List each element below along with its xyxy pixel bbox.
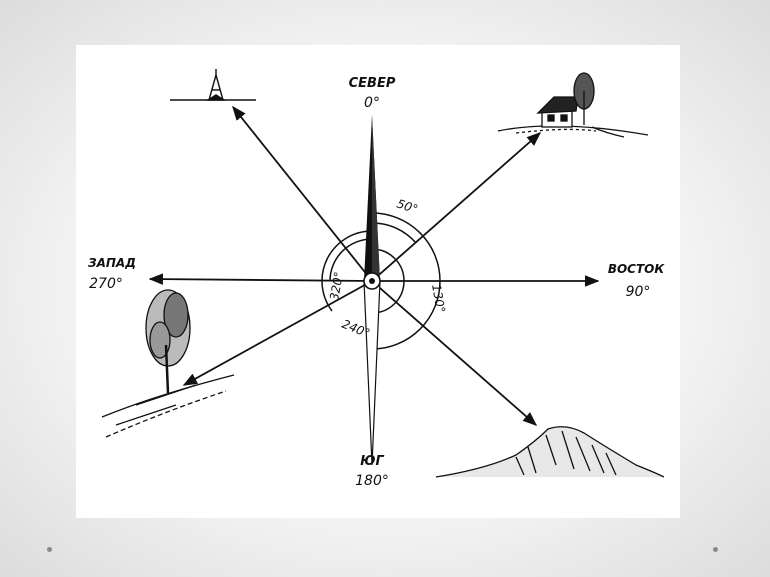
arrow-tree (182, 280, 373, 386)
bearing-50: 50° (395, 197, 420, 217)
west-degree: 270° (89, 276, 123, 292)
bearing-320: 320° (327, 271, 346, 302)
east-degree: 90° (626, 284, 651, 300)
arrow-west (148, 273, 373, 285)
tree-icon (101, 289, 235, 438)
compass-needle (363, 115, 381, 466)
nav-dot-right[interactable] (713, 547, 718, 552)
south-label: ЮГ (360, 454, 384, 469)
slide: СЕВЕР 0° ЮГ 180° ЗАПАД 270° ВОСТОК 90° 5… (76, 45, 680, 518)
hill-icon (435, 426, 665, 478)
arrow-house (371, 132, 542, 282)
nav-dot-left[interactable] (47, 547, 52, 552)
north-degree: 0° (364, 95, 380, 111)
tower-icon (170, 69, 256, 101)
west-label: ЗАПАД (88, 256, 136, 270)
compass-diagram: СЕВЕР 0° ЮГ 180° ЗАПАД 270° ВОСТОК 90° 5… (88, 69, 666, 489)
bearing-130: 130° (429, 283, 448, 314)
house-icon (497, 72, 649, 138)
east-label: ВОСТОК (608, 262, 666, 276)
arrow-hill (371, 280, 538, 426)
north-label: СЕВЕР (349, 76, 396, 91)
arrow-tower (232, 105, 373, 282)
south-degree: 180° (355, 473, 389, 489)
